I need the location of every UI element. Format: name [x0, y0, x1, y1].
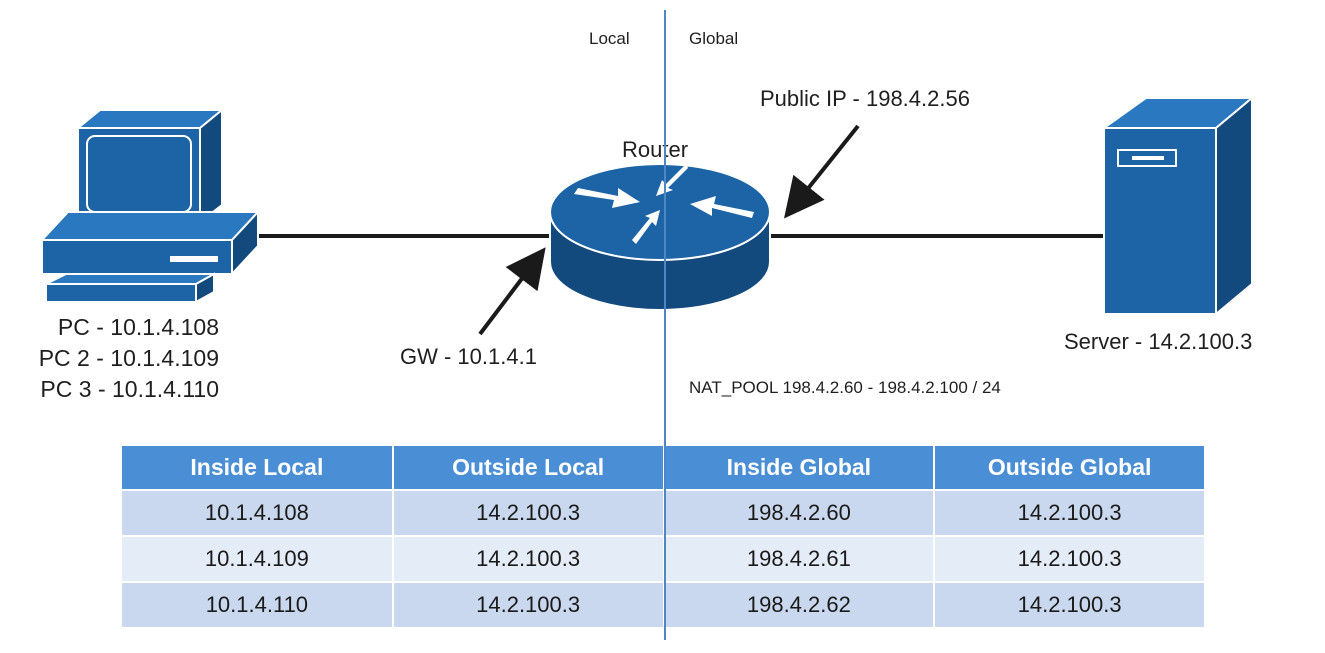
table-cell: 198.4.2.61 [663, 535, 936, 582]
pc-address-list: PC - 10.1.4.108 PC 2 - 10.1.4.109 PC 3 -… [12, 312, 219, 405]
table-cell: 14.2.100.3 [392, 535, 665, 582]
table-cell: 14.2.100.3 [934, 535, 1206, 582]
pc-label: PC 3 - 10.1.4.110 [40, 376, 219, 402]
table-cell: 10.1.4.108 [122, 489, 394, 536]
pc-label: PC - 10.1.4.108 [57, 314, 219, 340]
router-icon [549, 163, 771, 311]
table-cell: 14.2.100.3 [934, 581, 1206, 627]
gateway-label: GW - 10.1.4.1 [400, 344, 537, 369]
table-cell: 14.2.100.3 [392, 581, 665, 627]
local-zone-label: Local [589, 29, 630, 48]
table-cell: 10.1.4.109 [122, 535, 394, 582]
table-cell: 14.2.100.3 [934, 489, 1206, 536]
server-icon [1100, 95, 1255, 317]
header-outside-global: Outside Global [934, 446, 1206, 490]
gateway-arrow [478, 247, 546, 336]
header-inside-global: Inside Global [663, 446, 936, 490]
nat-pool-label: NAT_POOL 198.4.2.60 - 198.4.2.100 / 24 [689, 378, 1001, 397]
global-zone-label: Global [689, 29, 739, 48]
table-cell: 198.4.2.62 [663, 581, 936, 627]
table-cell: 198.4.2.60 [663, 489, 936, 536]
table-row: 10.1.4.110 14.2.100.3 198.4.2.62 14.2.10… [122, 581, 1206, 627]
table-header-row: Inside Local Outside Local Inside Global… [122, 446, 1206, 490]
public-ip-arrow [784, 124, 860, 219]
header-outside-local: Outside Local [392, 446, 665, 490]
table-row: 10.1.4.109 14.2.100.3 198.4.2.61 14.2.10… [122, 535, 1206, 582]
local-global-divider [664, 10, 666, 640]
nat-translation-table: Inside Local Outside Local Inside Global… [122, 446, 1206, 627]
table-row: 10.1.4.108 14.2.100.3 198.4.2.60 14.2.10… [122, 489, 1206, 536]
public-ip-label: Public IP - 198.4.2.56 [760, 86, 970, 111]
router-label: Router [622, 137, 689, 162]
server-label: Server - 14.2.100.3 [1064, 329, 1253, 354]
pc-icon [39, 107, 261, 304]
table-cell: 14.2.100.3 [392, 489, 665, 536]
pc-label: PC 2 - 10.1.4.109 [38, 345, 219, 371]
table-cell: 10.1.4.110 [122, 581, 394, 627]
header-inside-local: Inside Local [122, 446, 394, 490]
